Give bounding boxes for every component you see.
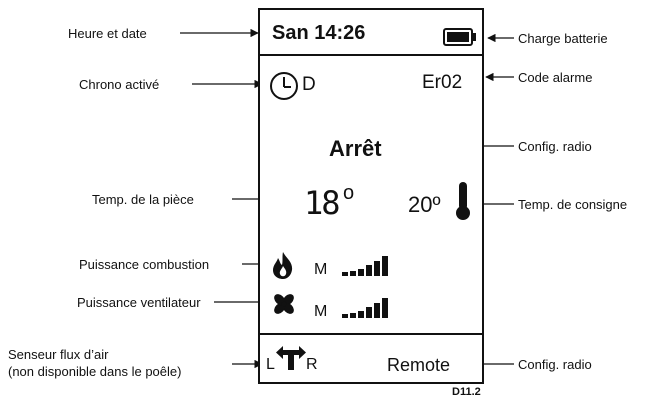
callout-radio: Config. radio xyxy=(518,357,592,372)
power-bar xyxy=(366,265,372,276)
power-bar xyxy=(342,314,348,318)
alarm-code: Er02 xyxy=(422,72,463,93)
display-screen: San 14:26 D Er02 Arrêt 18 o 20º M xyxy=(258,8,484,384)
power-bar xyxy=(350,271,356,276)
power-bar xyxy=(350,313,356,318)
room-temp-unit: o xyxy=(343,182,355,204)
power-bar xyxy=(382,256,388,276)
power-bar xyxy=(342,272,348,276)
radio-mode: Remote xyxy=(387,355,451,375)
callout-status-radio: Config. radio xyxy=(518,139,592,154)
figure-id: D11.2 xyxy=(452,386,481,398)
airflow-left-label: L xyxy=(266,356,275,373)
callout-chrono: Chrono activé xyxy=(79,77,160,92)
combustion-power-bars xyxy=(342,256,388,276)
bottom-divider xyxy=(260,333,482,335)
day-time: San 14:26 xyxy=(272,22,366,44)
combustion-level-label: M xyxy=(314,261,328,278)
power-bar xyxy=(374,261,380,276)
fan-power-bars xyxy=(342,298,388,318)
battery-full-icon xyxy=(443,28,476,46)
power-bar xyxy=(382,298,388,318)
power-bar xyxy=(358,311,364,318)
top-divider xyxy=(260,54,482,56)
status-text: Arrêt xyxy=(329,136,382,161)
chrono-mode: D xyxy=(302,74,316,95)
callout-time-date: Heure et date xyxy=(68,26,147,41)
fan-icon xyxy=(274,294,294,314)
callout-airflow-line1: Senseur flux d’air xyxy=(8,347,109,362)
callout-setpoint: Temp. de consigne xyxy=(518,197,628,212)
clock-icon xyxy=(270,72,298,100)
power-bar xyxy=(366,307,372,318)
thermometer-icon xyxy=(456,182,470,220)
callout-fan: Puissance ventilateur xyxy=(77,295,201,310)
airflow-right-label: R xyxy=(306,356,318,373)
room-temp: 18 xyxy=(304,184,341,222)
setpoint-temp: 20º xyxy=(408,192,441,217)
callout-combustion: Puissance combustion xyxy=(79,257,210,272)
callout-alarm: Code alarme xyxy=(518,70,593,85)
flame-icon xyxy=(273,252,293,279)
callout-battery: Charge batterie xyxy=(518,31,608,46)
power-bar xyxy=(374,303,380,318)
airflow-sensor-icon xyxy=(276,346,306,370)
power-bar xyxy=(358,269,364,276)
callout-room-temp: Temp. de la pièce xyxy=(92,192,194,207)
fan-level-label: M xyxy=(314,303,328,320)
callout-airflow-line2: (non disponible dans le poêle) xyxy=(8,364,182,379)
